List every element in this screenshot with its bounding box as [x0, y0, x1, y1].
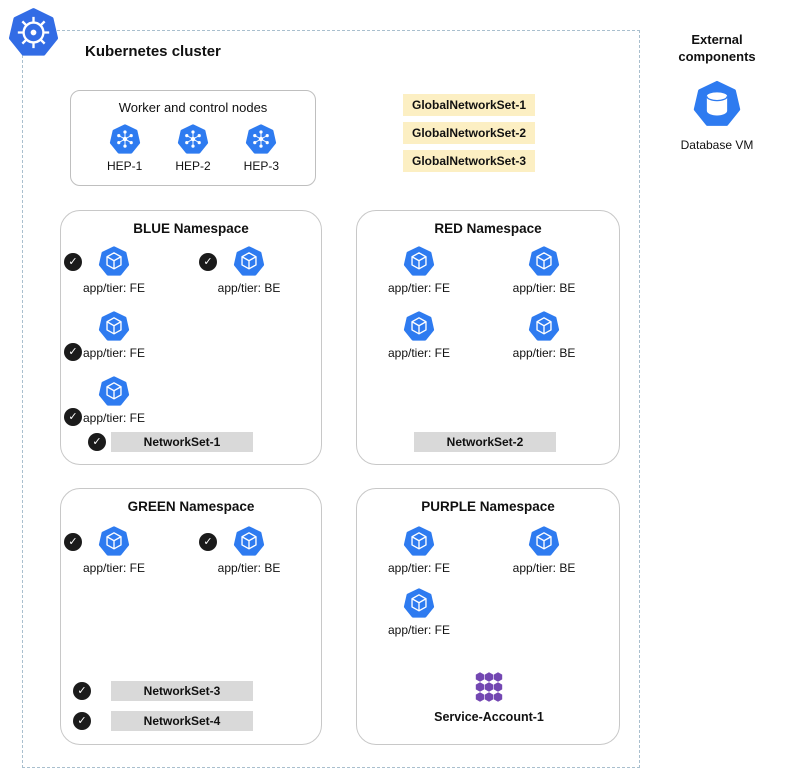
pod: app/tier: FE: [64, 309, 159, 361]
pod-label: app/tier: BE: [512, 281, 576, 295]
namespace-red: RED Namespace app/tier: FE app/tier: BE …: [356, 210, 620, 465]
namespace-title: RED Namespace: [434, 221, 542, 236]
pod-label: app/tier: BE: [217, 561, 281, 575]
pod-icon: [527, 524, 561, 558]
pod: app/tier: BE: [499, 524, 589, 575]
pod-icon: [402, 244, 436, 278]
pod-icon: [527, 244, 561, 278]
pod-icon: [527, 309, 561, 343]
check-icon: [64, 408, 82, 426]
pod-label: app/tier: FE: [82, 281, 146, 295]
global-network-set-chip: GlobalNetworkSet-1: [403, 94, 536, 116]
pod: app/tier: BE: [499, 309, 589, 360]
node-label: HEP-3: [243, 159, 280, 173]
node-label: HEP-1: [106, 159, 143, 173]
namespace-green: GREEN Namespace app/tier: FE app/tier: B…: [60, 488, 322, 745]
external-components-title: External components: [678, 32, 756, 64]
check-icon: [73, 682, 91, 700]
global-network-set-chip: GlobalNetworkSet-2: [403, 122, 536, 144]
pod: app/tier: FE: [374, 309, 464, 360]
global-network-set-chip: GlobalNetworkSet-3: [403, 150, 536, 172]
nodes-panel-title: Worker and control nodes: [118, 100, 268, 115]
check-icon: [199, 533, 217, 551]
check-icon: [64, 253, 82, 271]
check-icon: [64, 533, 82, 551]
cluster-title: Kubernetes cluster: [85, 43, 221, 60]
pod-label: app/tier: BE: [217, 281, 281, 295]
node-icon: [176, 122, 210, 156]
network-set-chip: NetworkSet-3: [111, 681, 253, 701]
check-icon: [199, 253, 217, 271]
node-hep-3: HEP-3: [244, 122, 279, 173]
check-icon: [73, 712, 91, 730]
network-set-chip: NetworkSet-1: [111, 432, 253, 452]
namespace-title: GREEN Namespace: [127, 499, 255, 514]
database-icon: [691, 78, 743, 130]
namespace-purple: PURPLE Namespace app/tier: FE app/tier: …: [356, 488, 620, 745]
pod-icon: [402, 524, 436, 558]
pod-label: app/tier: FE: [387, 623, 451, 637]
node-hep-1: HEP-1: [107, 122, 142, 173]
global-network-set-list: GlobalNetworkSet-1 GlobalNetworkSet-2 Gl…: [403, 94, 536, 172]
pod: app/tier: FE: [374, 524, 464, 575]
pod: app/tier: FE: [374, 244, 464, 295]
pod: app/tier: FE: [374, 586, 464, 637]
external-components-panel: External components Database VM: [650, 32, 784, 152]
node-label: HEP-2: [175, 159, 211, 173]
nodes-panel: Worker and control nodes HEP-1 HEP-2 HEP…: [70, 90, 316, 186]
pod-label: app/tier: FE: [387, 346, 451, 360]
pod-icon: [402, 309, 436, 343]
service-account-label: Service-Account-1: [434, 710, 544, 724]
database-vm-label: Database VM: [680, 137, 754, 152]
kubernetes-logo-icon: [6, 5, 61, 60]
pod-icon: [97, 309, 131, 343]
pod-label: app/tier: FE: [82, 561, 146, 575]
namespace-blue: BLUE Namespace app/tier: FE app/tier: BE…: [60, 210, 322, 465]
pod: app/tier: BE: [199, 524, 294, 575]
pod: app/tier: FE: [64, 374, 159, 426]
pod-label: app/tier: BE: [512, 561, 576, 575]
pod: app/tier: FE: [64, 244, 159, 295]
namespace-title: PURPLE Namespace: [421, 499, 555, 514]
nodes-row: HEP-1 HEP-2 HEP-3: [71, 122, 315, 173]
pod-label: app/tier: BE: [512, 346, 576, 360]
pod-icon: [97, 244, 131, 278]
pod: app/tier: FE: [64, 524, 159, 575]
pod-label: app/tier: FE: [82, 411, 146, 425]
network-set-chip: NetworkSet-2: [414, 432, 556, 452]
pod: app/tier: BE: [499, 244, 589, 295]
pod: app/tier: BE: [199, 244, 294, 295]
pod-label: app/tier: FE: [387, 561, 451, 575]
pod-label: app/tier: FE: [82, 346, 146, 360]
pod-icon: [232, 524, 266, 558]
service-account-icon: [471, 669, 507, 705]
pod-icon: [232, 244, 266, 278]
check-icon: [64, 343, 82, 361]
node-icon: [244, 122, 278, 156]
node-hep-2: HEP-2: [175, 122, 211, 173]
node-icon: [108, 122, 142, 156]
network-set-chip: NetworkSet-4: [111, 711, 253, 731]
check-icon: [88, 433, 106, 451]
pod-label: app/tier: FE: [387, 281, 451, 295]
pod-icon: [97, 524, 131, 558]
pod-icon: [97, 374, 131, 408]
pod-icon: [402, 586, 436, 620]
cluster-boundary: [22, 30, 640, 768]
namespace-title: BLUE Namespace: [133, 221, 249, 236]
